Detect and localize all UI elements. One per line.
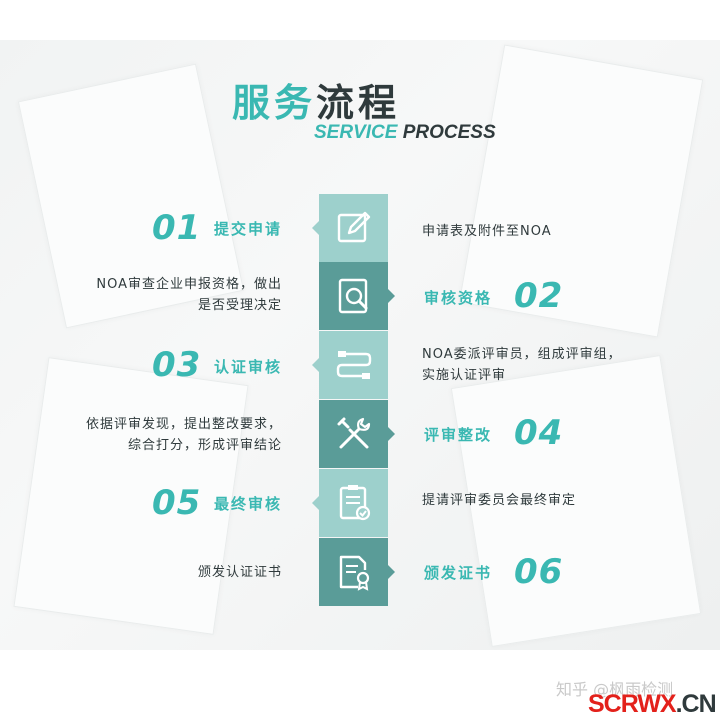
step-4-number: 04 [514,413,564,453]
step-4-label: 评审整改 [424,426,493,444]
step-6-number: 06 [514,552,564,592]
step-6-tile [319,538,395,606]
step-5-label: 最终审核 [214,495,283,513]
tools-icon [337,417,370,449]
checklist-icon [339,485,370,521]
step-4-desc-line: 综合打分，形成评审结论 [127,438,282,453]
step-3-label: 认证审核 [214,358,283,376]
title-part-accent: 服务 [232,81,317,125]
page-title: 服务流程 [232,72,400,127]
document-search-icon [338,278,367,314]
step-2-label: 审核资格 [424,289,493,307]
step-3-number: 03 [152,345,202,385]
step-2-number: 02 [514,276,564,316]
step-1-label: 提交申请 [214,220,283,238]
pencil-edit-icon [337,211,370,243]
step-4-desc-line: 依据评审发现，提出整改要求， [85,417,282,432]
subtitle-part-accent: SERVICE [314,122,398,143]
step-2-description: NOA审查企业申报资格，做出 是否受理决定 [42,274,282,316]
step-1-desc-line: 申请表及附件至NOA [422,224,552,239]
step-2-desc-line: NOA审查企业申报资格，做出 [96,277,282,292]
certificate-icon [339,555,369,591]
step-5-number: 05 [152,483,202,523]
step-3-desc-line: NOA委派评审员，组成评审组， [422,347,622,362]
step-4-tile [319,400,395,468]
step-6-label: 颁发证书 [424,564,493,582]
step-4-description: 依据评审发现，提出整改要求， 综合打分，形成评审结论 [22,414,282,456]
step-3-desc-line: 实施认证评审 [422,368,507,383]
subtitle-part-dark: PROCESS [397,122,496,143]
step-5-desc-line: 提请评审委员会最终审定 [422,493,577,508]
step-1-tile [312,194,388,262]
title-part-dark: 流程 [316,81,401,125]
watermark-text: 知乎 @枫雨检测 [556,680,674,699]
step-3-tile [312,331,388,399]
step-6-description: 颁发认证证书 [82,562,282,583]
step-2-desc-line: 是否受理决定 [197,298,282,313]
step-5-tile [312,469,388,537]
step-6-desc-line: 颁发认证证书 [197,565,282,580]
step-1-description: 申请表及附件至NOA [422,221,552,242]
page-subtitle: SERVICE PROCESS [314,122,496,144]
background-document [458,44,704,338]
brand-logo: SCRWX.CN [588,690,717,718]
step-3-description: NOA委派评审员，组成评审组， 实施认证评审 [422,344,622,386]
flow-path-icon [336,351,371,379]
step-1-number: 01 [152,208,202,248]
step-5-description: 提请评审委员会最终审定 [422,490,576,511]
step-2-tile [319,262,395,330]
